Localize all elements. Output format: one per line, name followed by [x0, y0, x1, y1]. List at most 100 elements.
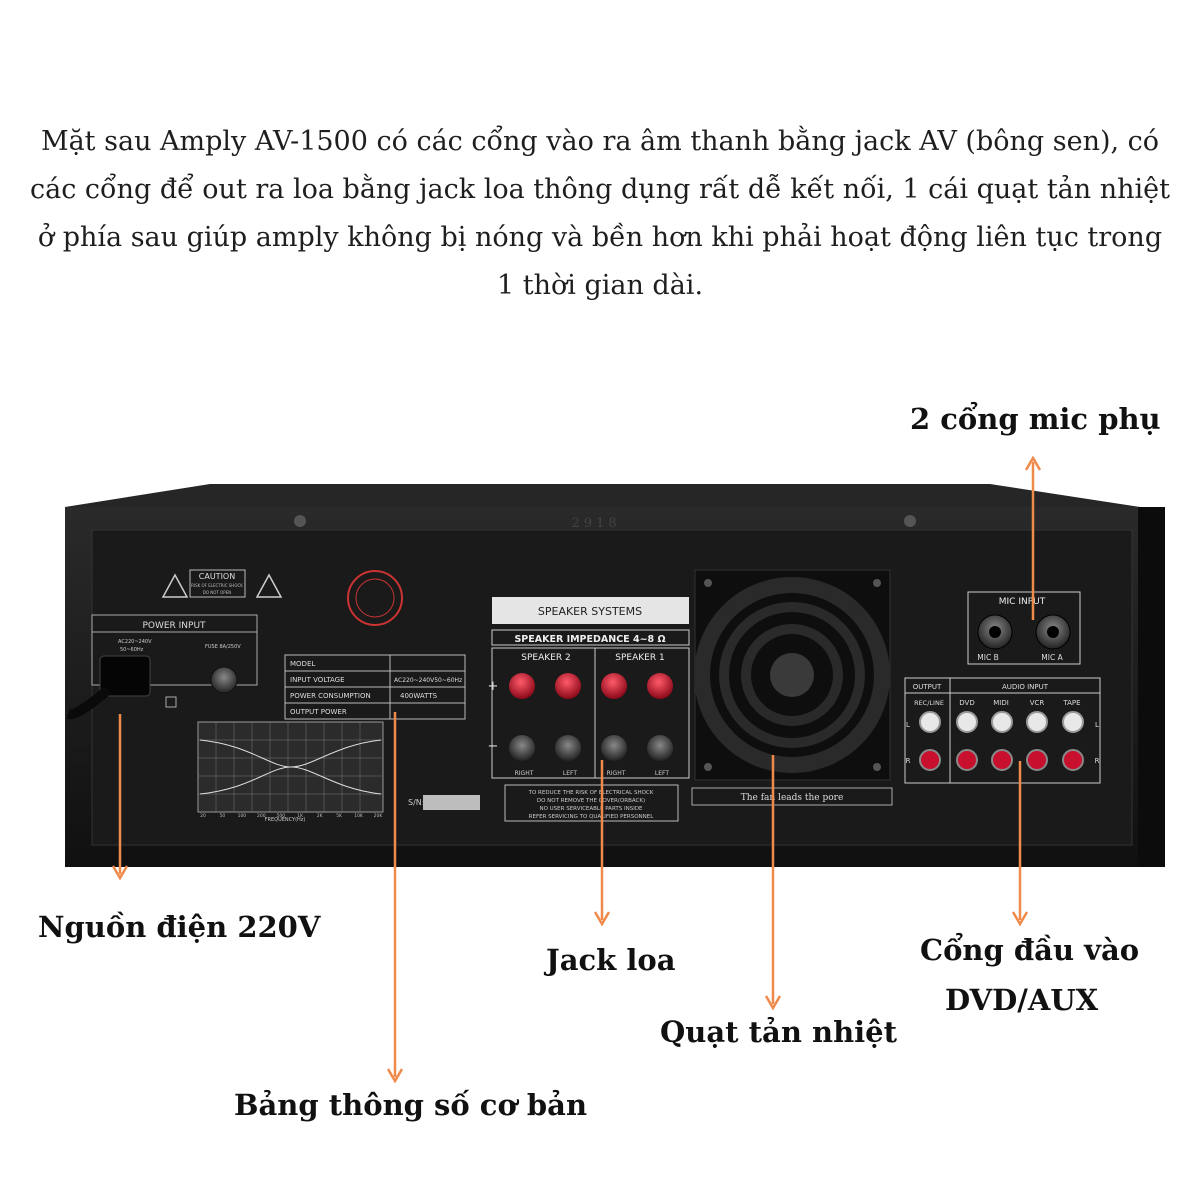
fan-screw: [873, 579, 881, 587]
frequency-tick-label: 2K: [317, 813, 324, 819]
speaker-plus-sign: +: [488, 679, 499, 694]
mic-b-label: MIC B: [977, 653, 998, 662]
audio-io-panel: [904, 677, 1101, 784]
speaker-impedance-box: [491, 629, 690, 646]
fuse-label: FUSE 8A/250V: [205, 644, 241, 650]
frequency-tick-label: 1K: [297, 813, 304, 819]
spec-label-model: MODEL: [290, 660, 315, 668]
serial-sticker: [423, 795, 480, 810]
frequency-axis-label: FREQUENCY(Hz): [265, 817, 306, 823]
fan-outer-grill: [694, 577, 890, 773]
rca-left-row: [919, 711, 1084, 733]
audio-input-label: AUDIO INPUT: [1002, 683, 1049, 691]
speaker2-left-negative-terminal[interactable]: [555, 735, 581, 761]
tape-label: TAPE: [1062, 699, 1080, 707]
speaker2-left-positive-terminal[interactable]: [555, 673, 581, 699]
shock-warning-icon: [161, 573, 189, 598]
mic-callout: 2 cổng mic phụ: [910, 402, 1161, 436]
tape-right-jack[interactable]: [1062, 749, 1084, 771]
right-channel-marker-right: R: [1095, 757, 1100, 765]
fan-note: The fan leads the pore: [741, 793, 844, 803]
frequency-tick-label: 5K: [336, 813, 343, 819]
rec-line-right-jack[interactable]: [919, 749, 941, 771]
warning-line2: DO NOT REMOVE THE COVER(ORBACK): [537, 798, 645, 804]
frequency-tick-label: 20K: [374, 813, 384, 819]
midi-label: MIDI: [993, 699, 1009, 707]
spec-value-power-consumption: 400WATTS: [400, 692, 438, 700]
fan-note-box: [691, 787, 893, 806]
vcr-label: VCR: [1030, 699, 1045, 707]
quality-seal-inner: [355, 578, 395, 618]
callout-arrows: [111, 455, 1042, 1084]
warning-line3: NO USER SERVICEABLE PARTS INSIDE: [539, 806, 643, 812]
speaker1-right-negative-terminal[interactable]: [601, 735, 627, 761]
dvd-label: DVD: [959, 699, 974, 707]
spec-arrow-head: [386, 1068, 404, 1084]
speaker-minus-sign: −: [488, 739, 499, 754]
caution-label: [189, 569, 246, 598]
fan-screw: [873, 763, 881, 771]
dvd-left-jack[interactable]: [956, 711, 978, 733]
shock-warning-box: [504, 784, 679, 822]
rca-right-row: [919, 749, 1084, 771]
frequency-tick-label: 500: [276, 813, 285, 819]
speaker1-left-negative-terminal[interactable]: [647, 735, 673, 761]
screw-top-left: [294, 515, 306, 527]
spec-label-output-power: OUTPUT POWER: [290, 708, 347, 716]
speaker-terminal-block: [491, 647, 690, 779]
frequency-tick-label: 20: [200, 813, 206, 819]
fan-arrow-head: [764, 995, 782, 1011]
power-input-box: [91, 614, 258, 686]
dvd-aux-callout-line1: Cổng đầu vào: [920, 933, 1140, 967]
serial-label: S/N:: [408, 798, 424, 807]
ground-terminal: [165, 696, 177, 708]
speaker2-left-label: LEFT: [563, 770, 577, 777]
speaker2-label: SPEAKER 2: [521, 653, 570, 663]
right-channel-marker: R: [906, 757, 911, 765]
vcr-right-jack[interactable]: [1026, 749, 1048, 771]
vcr-left-jack[interactable]: [1026, 711, 1048, 733]
speaker1-left-positive-terminal[interactable]: [647, 673, 673, 699]
frequency-curve-lower: [199, 766, 382, 795]
warning-triangle-icon: [255, 573, 283, 598]
chassis-top: [65, 484, 1140, 507]
output-label: OUTPUT: [913, 683, 942, 691]
mic-a-jack-hole: [1047, 626, 1059, 638]
dvd-aux-callout-line2: DVD/AUX: [945, 983, 1099, 1017]
power-cable: [66, 686, 112, 720]
fan-grill-ring: [741, 624, 843, 726]
power-freq: 50~60Hz: [120, 647, 144, 653]
power-callout: Nguồn điện 220V: [38, 910, 321, 944]
spec-label-power-consumption: POWER CONSUMPTION: [290, 692, 371, 700]
speaker2-right-negative-terminal[interactable]: [509, 735, 535, 761]
mic-arrow-head: [1024, 455, 1042, 471]
midi-left-jack[interactable]: [991, 711, 1013, 733]
speaker-systems-label: [492, 597, 689, 624]
fan-callout: Quạt tản nhiệt: [660, 1015, 898, 1049]
warning-line1: TO REDUCE THE RISK OF ELECTRICAL SHOCK: [528, 790, 654, 796]
tape-left-jack[interactable]: [1062, 711, 1084, 733]
intro-paragraph: Mặt sau Amply AV-1500 có các cổng vào ra…: [30, 126, 1170, 301]
speaker-terminals-negative: [509, 735, 673, 761]
spec-table-callout: Bảng thông số cơ bản: [234, 1088, 588, 1122]
spec-value-input-voltage: AC220~240V50~60Hz: [394, 677, 462, 684]
fuse-holder[interactable]: [210, 666, 238, 694]
dvd-right-jack[interactable]: [956, 749, 978, 771]
fan-grill-ring: [719, 602, 865, 748]
frequency-tick-label: 100: [238, 813, 247, 819]
midi-right-jack[interactable]: [991, 749, 1013, 771]
speaker1-right-positive-terminal[interactable]: [601, 673, 627, 699]
speaker1-label: SPEAKER 1: [615, 653, 664, 663]
rec-line-left-jack[interactable]: [919, 711, 941, 733]
speaker-jack-callout: Jack loa: [546, 943, 676, 977]
speaker2-right-positive-terminal[interactable]: [509, 673, 535, 699]
speaker-systems-text: SPEAKER SYSTEMS: [538, 605, 642, 618]
quality-seal-icon: [347, 570, 403, 626]
speaker-impedance-text: SPEAKER IMPEDANCE 4~8 Ω: [514, 634, 665, 645]
speaker2-right-label: RIGHT: [515, 770, 534, 777]
dvd-aux-arrow-head: [1011, 911, 1029, 927]
top-code: 2918: [571, 516, 620, 531]
ac-socket[interactable]: [99, 655, 151, 697]
speaker-arrow-head: [593, 911, 611, 927]
